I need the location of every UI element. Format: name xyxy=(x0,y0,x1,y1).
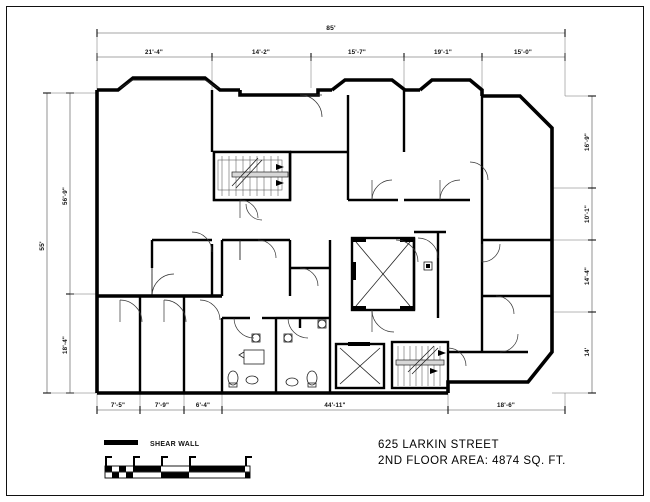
right-segment-label-3: 14'-4" xyxy=(584,267,591,285)
left-overall-dimension: 55' xyxy=(39,92,51,394)
graphic-scale-bar xyxy=(104,456,252,479)
bottom-segment-label-4: 44'-11" xyxy=(324,402,345,409)
stair-direction-arrows xyxy=(231,157,284,189)
north-stairwell xyxy=(212,150,292,221)
right-dimension-chain: 16'-9" 10'-1" 14'-4" 14' xyxy=(552,95,596,394)
sheet-border xyxy=(6,6,644,496)
womens-restroom-fixtures xyxy=(227,333,265,388)
large-west-office xyxy=(119,79,219,297)
right-segment-label-1: 16'-9" xyxy=(584,133,591,151)
top-segment-label-3: 15'-7" xyxy=(348,49,366,56)
interior-partitions xyxy=(220,238,332,318)
floor-area-note: 2ND FLOOR AREA: 4874 SQ. FT. xyxy=(378,455,566,467)
scale-bar-units xyxy=(133,466,250,478)
top-segment-label-1: 21'-4" xyxy=(145,49,163,56)
top-segment-label-4: 19'-1" xyxy=(434,49,452,56)
south-elevator-shaft xyxy=(334,342,386,390)
mens-restroom-fixtures xyxy=(283,319,327,388)
scale-tick-marks xyxy=(105,456,252,466)
shear-wall-label: SHEAR WALL xyxy=(150,441,200,448)
top-segment-label-5: 15'-0" xyxy=(514,49,532,56)
left-segment-label-1: 56'-9" xyxy=(62,187,69,205)
bottom-segment-label-1: 7'-5" xyxy=(111,402,125,409)
exterior-walls xyxy=(95,76,554,395)
shear-wall-swatch xyxy=(104,440,138,445)
stair-treads-south xyxy=(397,346,441,386)
bottom-segment-label-3: 6'-4" xyxy=(196,402,210,409)
second-floor-plan xyxy=(95,76,554,395)
left-segment-label-2: 18'-4" xyxy=(62,336,69,354)
southwest-offices xyxy=(97,294,222,393)
east-offices xyxy=(448,200,552,354)
right-segment-label-4: 14' xyxy=(584,347,591,356)
central-elevator-shaft xyxy=(350,230,446,333)
scale-bar-checker xyxy=(105,466,133,478)
top-overall-dimension: 85' xyxy=(96,25,566,37)
top-segment-label-2: 14'-2" xyxy=(252,49,270,56)
legend-shear-wall: SHEAR WALL xyxy=(104,440,200,448)
project-address: 625 LARKIN STREET xyxy=(378,439,499,451)
bottom-segment-label-2: 7'-9" xyxy=(155,402,169,409)
left-dimension-chain: 56'-9" 18'-4" xyxy=(51,92,96,394)
top-dimension-chain: 21'-4" 14'-2" 15'-7" 19'-1" 15'-0" xyxy=(96,37,566,96)
left-overall-label: 55' xyxy=(39,241,46,251)
north-offices xyxy=(288,90,489,202)
restrooms xyxy=(220,316,332,393)
title-block: 625 LARKIN STREET 2ND FLOOR AREA: 4874 S… xyxy=(378,437,566,469)
top-overall-label: 85' xyxy=(326,25,336,32)
right-segment-label-2: 10'-1" xyxy=(584,205,591,223)
bottom-segment-label-5: 18'-6" xyxy=(497,402,515,409)
south-stairwell xyxy=(390,340,467,390)
bottom-dimension-chain: 7'-5" 7'-9" 6'-4" 44'-11" 18'-6" xyxy=(96,388,566,414)
